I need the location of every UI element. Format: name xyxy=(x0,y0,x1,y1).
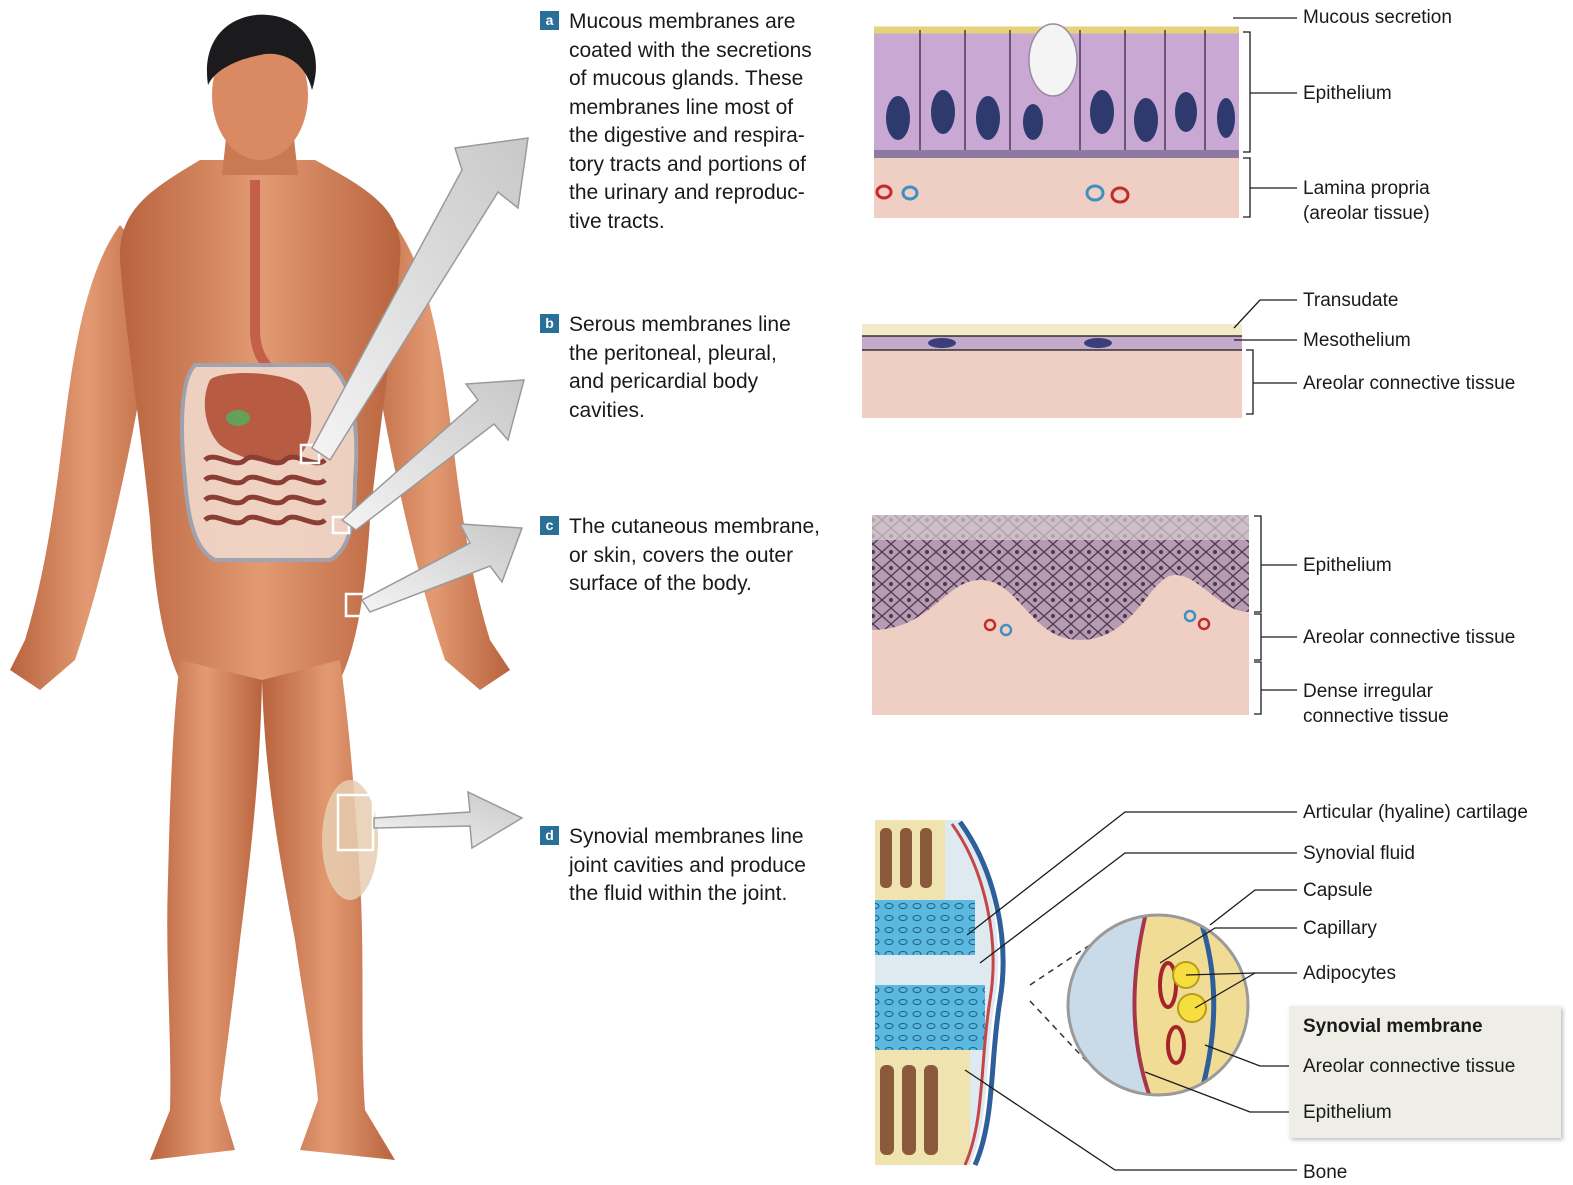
synovial-membrane-title: Synovial membrane xyxy=(1303,1016,1483,1038)
label-synovial-fluid: Synovial fluid xyxy=(1303,841,1415,866)
label-lamina-propria: Lamina propria(areolar tissue) xyxy=(1303,176,1430,226)
synovial-joint-illustration xyxy=(875,820,1250,1165)
label-capsule: Capsule xyxy=(1303,878,1373,903)
label-epithelium-d: Epithelium xyxy=(1303,1100,1392,1125)
label-capillary: Capillary xyxy=(1303,916,1377,941)
label-bone: Bone xyxy=(1303,1160,1347,1185)
cutaneous-membrane-illustration xyxy=(872,515,1249,715)
section-c-badge: c xyxy=(540,516,559,535)
mucous-membrane-illustration xyxy=(874,24,1239,218)
label-articular-cartilage: Articular (hyaline) cartilage xyxy=(1303,800,1528,825)
label-adipocytes: Adipocytes xyxy=(1303,961,1396,986)
section-a-badge: a xyxy=(540,11,559,30)
label-epithelium-a: Epithelium xyxy=(1303,81,1392,106)
label-transudate: Transudate xyxy=(1303,288,1398,313)
serous-membrane-illustration xyxy=(862,324,1242,418)
section-d-badge: d xyxy=(540,826,559,845)
label-mesothelium: Mesothelium xyxy=(1303,328,1411,353)
label-epithelium-c: Epithelium xyxy=(1303,553,1392,578)
section-b-badge: b xyxy=(540,314,559,333)
label-areolar-d: Areolar connective tissue xyxy=(1303,1054,1515,1079)
section-c-description: The cutaneous membrane,or skin, covers t… xyxy=(569,513,860,599)
label-areolar-c: Areolar connective tissue xyxy=(1303,625,1515,650)
label-mucous-secretion: Mucous secretion xyxy=(1303,5,1452,30)
section-c: c The cutaneous membrane,or skin, covers… xyxy=(540,513,860,599)
label-areolar-b: Areolar connective tissue xyxy=(1303,371,1515,396)
